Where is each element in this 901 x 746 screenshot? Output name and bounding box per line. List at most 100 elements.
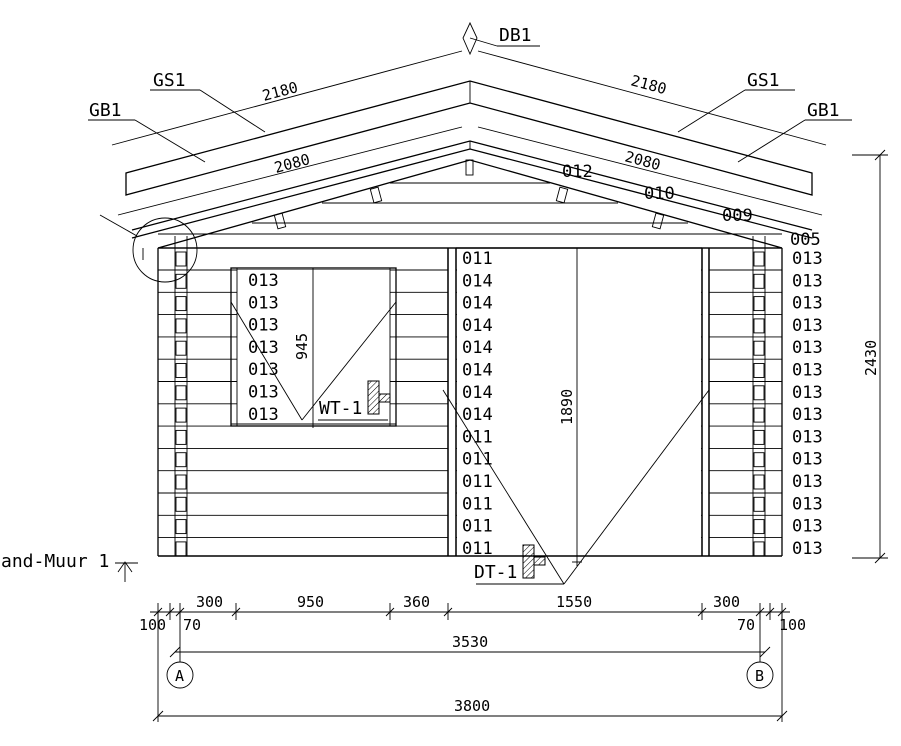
roof-dimensions: 2180 2180 2080 2080 GS1 GB1 GS1 GB1: [88, 50, 852, 216]
code-window: 013: [248, 383, 279, 403]
corner-stud: [175, 496, 187, 512]
label-wt1: WT-1: [319, 398, 362, 419]
dim-top-left: 2180: [260, 78, 300, 105]
dim-100-right: 100: [779, 616, 806, 634]
window-opening-right: [301, 301, 397, 421]
code-005: 005: [790, 230, 821, 250]
label-level: and-Muur 1: [1, 551, 109, 572]
door: 1890 DT-1: [442, 247, 710, 585]
code-right: 013: [792, 450, 823, 470]
code-door: 014: [462, 383, 493, 403]
corner-stud: [175, 474, 187, 490]
corner-stud: [753, 385, 765, 401]
purlin-left-lower: [273, 212, 287, 230]
code-right: 013: [792, 405, 823, 425]
corner-stud: [175, 340, 187, 356]
detail-circle: [132, 217, 198, 283]
code-door: 011: [462, 539, 493, 559]
corner-stud: [175, 429, 187, 445]
dim-total-height: 2430: [862, 340, 880, 376]
dim-3530: 3530: [452, 633, 488, 651]
height-dimension: 2430: [852, 149, 888, 564]
grid-bubble-b: [746, 661, 774, 689]
grid-bubble-a: [166, 661, 194, 689]
code-door: 011: [462, 472, 493, 492]
purlin-left-upper: [369, 186, 383, 204]
dim-door-height: 1890: [558, 389, 576, 425]
corner-stud: [753, 363, 765, 378]
grid-label-a: A: [175, 667, 184, 685]
roof-fascia-board: [125, 80, 813, 196]
code-right: 013: [792, 539, 823, 559]
corner-stud: [753, 474, 765, 490]
corner-stud: [753, 496, 765, 512]
window-opening-left: [230, 301, 303, 421]
code-door: 014: [462, 361, 493, 381]
code-door: 014: [462, 294, 493, 314]
dim-360: 360: [403, 593, 430, 611]
code-window: 013: [248, 338, 279, 358]
dim-300-left: 300: [196, 593, 223, 611]
ridge-purlin: [465, 159, 474, 176]
ridge-cap-symbol: [462, 21, 478, 56]
code-door: 011: [462, 517, 493, 537]
code-door: 014: [462, 405, 493, 425]
code-right: 013: [792, 517, 823, 537]
corner-stud: [175, 385, 187, 401]
code-009: 009: [722, 206, 753, 226]
corner-stud: [753, 541, 765, 557]
code-door: 011: [462, 450, 493, 470]
corner-stud: [175, 273, 187, 289]
corner-stud: [753, 519, 765, 535]
label-gs1-right: GS1: [747, 70, 780, 91]
code-right: 013: [792, 338, 823, 358]
code-door: 014: [462, 338, 493, 358]
corner-stud: [175, 318, 187, 334]
dim-3800: 3800: [454, 697, 490, 715]
code-right: 013: [792, 361, 823, 381]
dim-300-right: 300: [713, 593, 740, 611]
corner-studs: [175, 251, 765, 557]
bottom-dimensions: 300 950 360 1550 300 100 70 70 100 3530 …: [139, 593, 806, 722]
corner-stud: [175, 296, 187, 312]
corner-stud: [175, 251, 187, 267]
code-door: 014: [462, 316, 493, 336]
code-right: 013: [792, 383, 823, 403]
code-window: 013: [248, 271, 279, 291]
code-window: 013: [248, 405, 279, 425]
dim-70-left: 70: [183, 616, 201, 634]
code-right: 013: [792, 427, 823, 447]
corner-stud: [175, 363, 187, 378]
code-right: 013: [792, 316, 823, 336]
dim-line-top-right: [477, 50, 827, 146]
label-gb1-left: GB1: [89, 100, 122, 121]
window: WT-1 945: [230, 267, 397, 428]
dim-950: 950: [297, 593, 324, 611]
code-right: 013: [792, 271, 823, 291]
code-door: 011: [462, 249, 493, 269]
door-hinge-symbol: [522, 544, 535, 579]
dim-100-left: 100: [139, 616, 166, 634]
door-opening-right: [563, 389, 710, 585]
code-window: 013: [248, 316, 279, 336]
code-door: 011: [462, 494, 493, 514]
label-dt1: DT-1: [474, 562, 517, 583]
corner-stud: [753, 296, 765, 312]
corner-stud: [753, 429, 765, 445]
purlin-right-lower: [651, 212, 665, 230]
label-db1: DB1: [499, 25, 532, 46]
dim-line-top-left: [111, 50, 463, 146]
code-right: 013: [792, 494, 823, 514]
code-window: 013: [248, 293, 279, 313]
dim-mid-right: 2080: [623, 147, 663, 174]
corner-stud: [753, 340, 765, 356]
window-hinge-symbol: [367, 380, 380, 415]
dim-1550: 1550: [556, 593, 592, 611]
log-codes: 0130130130130130130130110140140140140140…: [248, 249, 823, 559]
gable-outline: [157, 159, 783, 249]
roof: DB1: [125, 21, 813, 239]
label-gs1-left: GS1: [153, 70, 186, 91]
corner-stud: [175, 541, 187, 557]
dim-70-right: 70: [737, 616, 755, 634]
code-door: 014: [462, 271, 493, 291]
